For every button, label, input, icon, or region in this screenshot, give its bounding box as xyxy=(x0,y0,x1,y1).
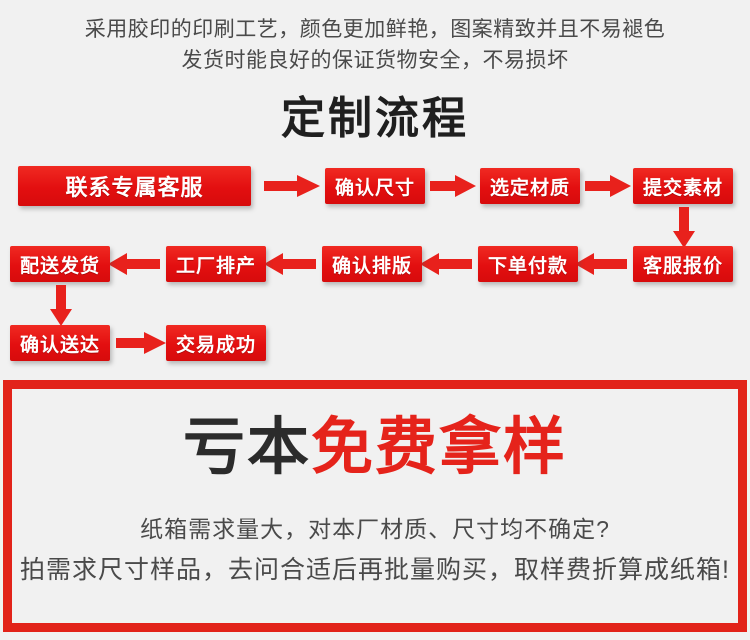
flow-node-submit-material[interactable]: 提交素材 xyxy=(633,168,733,204)
flow-node-label: 联系专属客服 xyxy=(65,175,204,200)
flow-node-transaction-success[interactable]: 交易成功 xyxy=(166,325,266,361)
intro-line-1: 采用胶印的印刷工艺，颜色更加鲜艳，图案精致并且不易褪色 xyxy=(84,18,666,41)
flow-node-label: 工厂排产 xyxy=(175,255,256,277)
flow-arrow-right-1 xyxy=(264,175,320,197)
flow-arrow-right-4 xyxy=(116,332,166,354)
flow-node-confirm-layout[interactable]: 确认排版 xyxy=(322,246,422,282)
flow-node-label: 确认尺寸 xyxy=(334,177,415,199)
flow-node-factory-production[interactable]: 工厂排产 xyxy=(166,246,266,282)
flow-arrow-left-4 xyxy=(108,253,160,275)
promo-subtext-line-2: 拍需求尺寸样品，去问合适后再批量购买，取样费折算成纸箱! xyxy=(20,556,730,584)
page-title: 定制流程 xyxy=(281,94,469,143)
flow-arrow-left-2 xyxy=(420,253,472,275)
free-sample-promo-banner: 亏本免费拿样 纸箱需求量大，对本厂材质、尺寸均不确定? 拍需求尺寸样品，去问合适… xyxy=(3,380,747,632)
promo-headline: 亏本免费拿样 xyxy=(12,411,738,485)
promo-headline-dark: 亏本 xyxy=(182,413,311,482)
flow-node-label: 下单付款 xyxy=(487,255,568,277)
flow-node-delivery-shipment[interactable]: 配送发货 xyxy=(10,246,110,282)
promo-subtext-line-1: 纸箱需求量大，对本厂材质、尺寸均不确定? xyxy=(140,516,610,542)
flow-node-confirm-arrival[interactable]: 确认送达 xyxy=(10,325,110,361)
flow-node-contact-service[interactable]: 联系专属客服 xyxy=(18,166,251,206)
flow-arrow-right-3 xyxy=(585,175,631,197)
flow-node-label: 确认送达 xyxy=(19,334,100,356)
flow-node-label: 提交素材 xyxy=(642,177,723,199)
flow-node-label: 客服报价 xyxy=(642,255,723,277)
flow-arrow-down-left xyxy=(50,285,72,326)
flow-arrow-left-3 xyxy=(264,253,316,275)
flow-node-label: 确认排版 xyxy=(331,255,412,277)
flow-arrow-down-right xyxy=(673,207,695,248)
flow-node-place-order[interactable]: 下单付款 xyxy=(478,246,578,282)
promo-headline-red: 免费拿样 xyxy=(311,413,568,482)
flow-node-label: 配送发货 xyxy=(19,255,100,277)
intro-text-block: 采用胶印的印刷工艺，颜色更加鲜艳，图案精致并且不易褪色 发货时能良好的保证货物安… xyxy=(0,14,750,76)
flow-node-label: 选定材质 xyxy=(489,177,570,199)
customization-flow-diagram: 联系专属客服 确认尺寸 选定材质 提交素材 客服报价 xyxy=(0,160,750,375)
flow-arrow-left-1 xyxy=(575,253,627,275)
flow-node-confirm-size[interactable]: 确认尺寸 xyxy=(325,168,425,204)
flow-node-service-quote[interactable]: 客服报价 xyxy=(633,246,733,282)
flow-node-select-material[interactable]: 选定材质 xyxy=(480,168,580,204)
promo-subtext-block: 纸箱需求量大，对本厂材质、尺寸均不确定? 拍需求尺寸样品，去问合适后再批量购买，… xyxy=(12,509,738,591)
intro-line-2: 发货时能良好的保证货物安全，不易损坏 xyxy=(181,49,569,72)
flow-arrow-right-2 xyxy=(430,175,476,197)
flow-node-label: 交易成功 xyxy=(175,334,256,356)
